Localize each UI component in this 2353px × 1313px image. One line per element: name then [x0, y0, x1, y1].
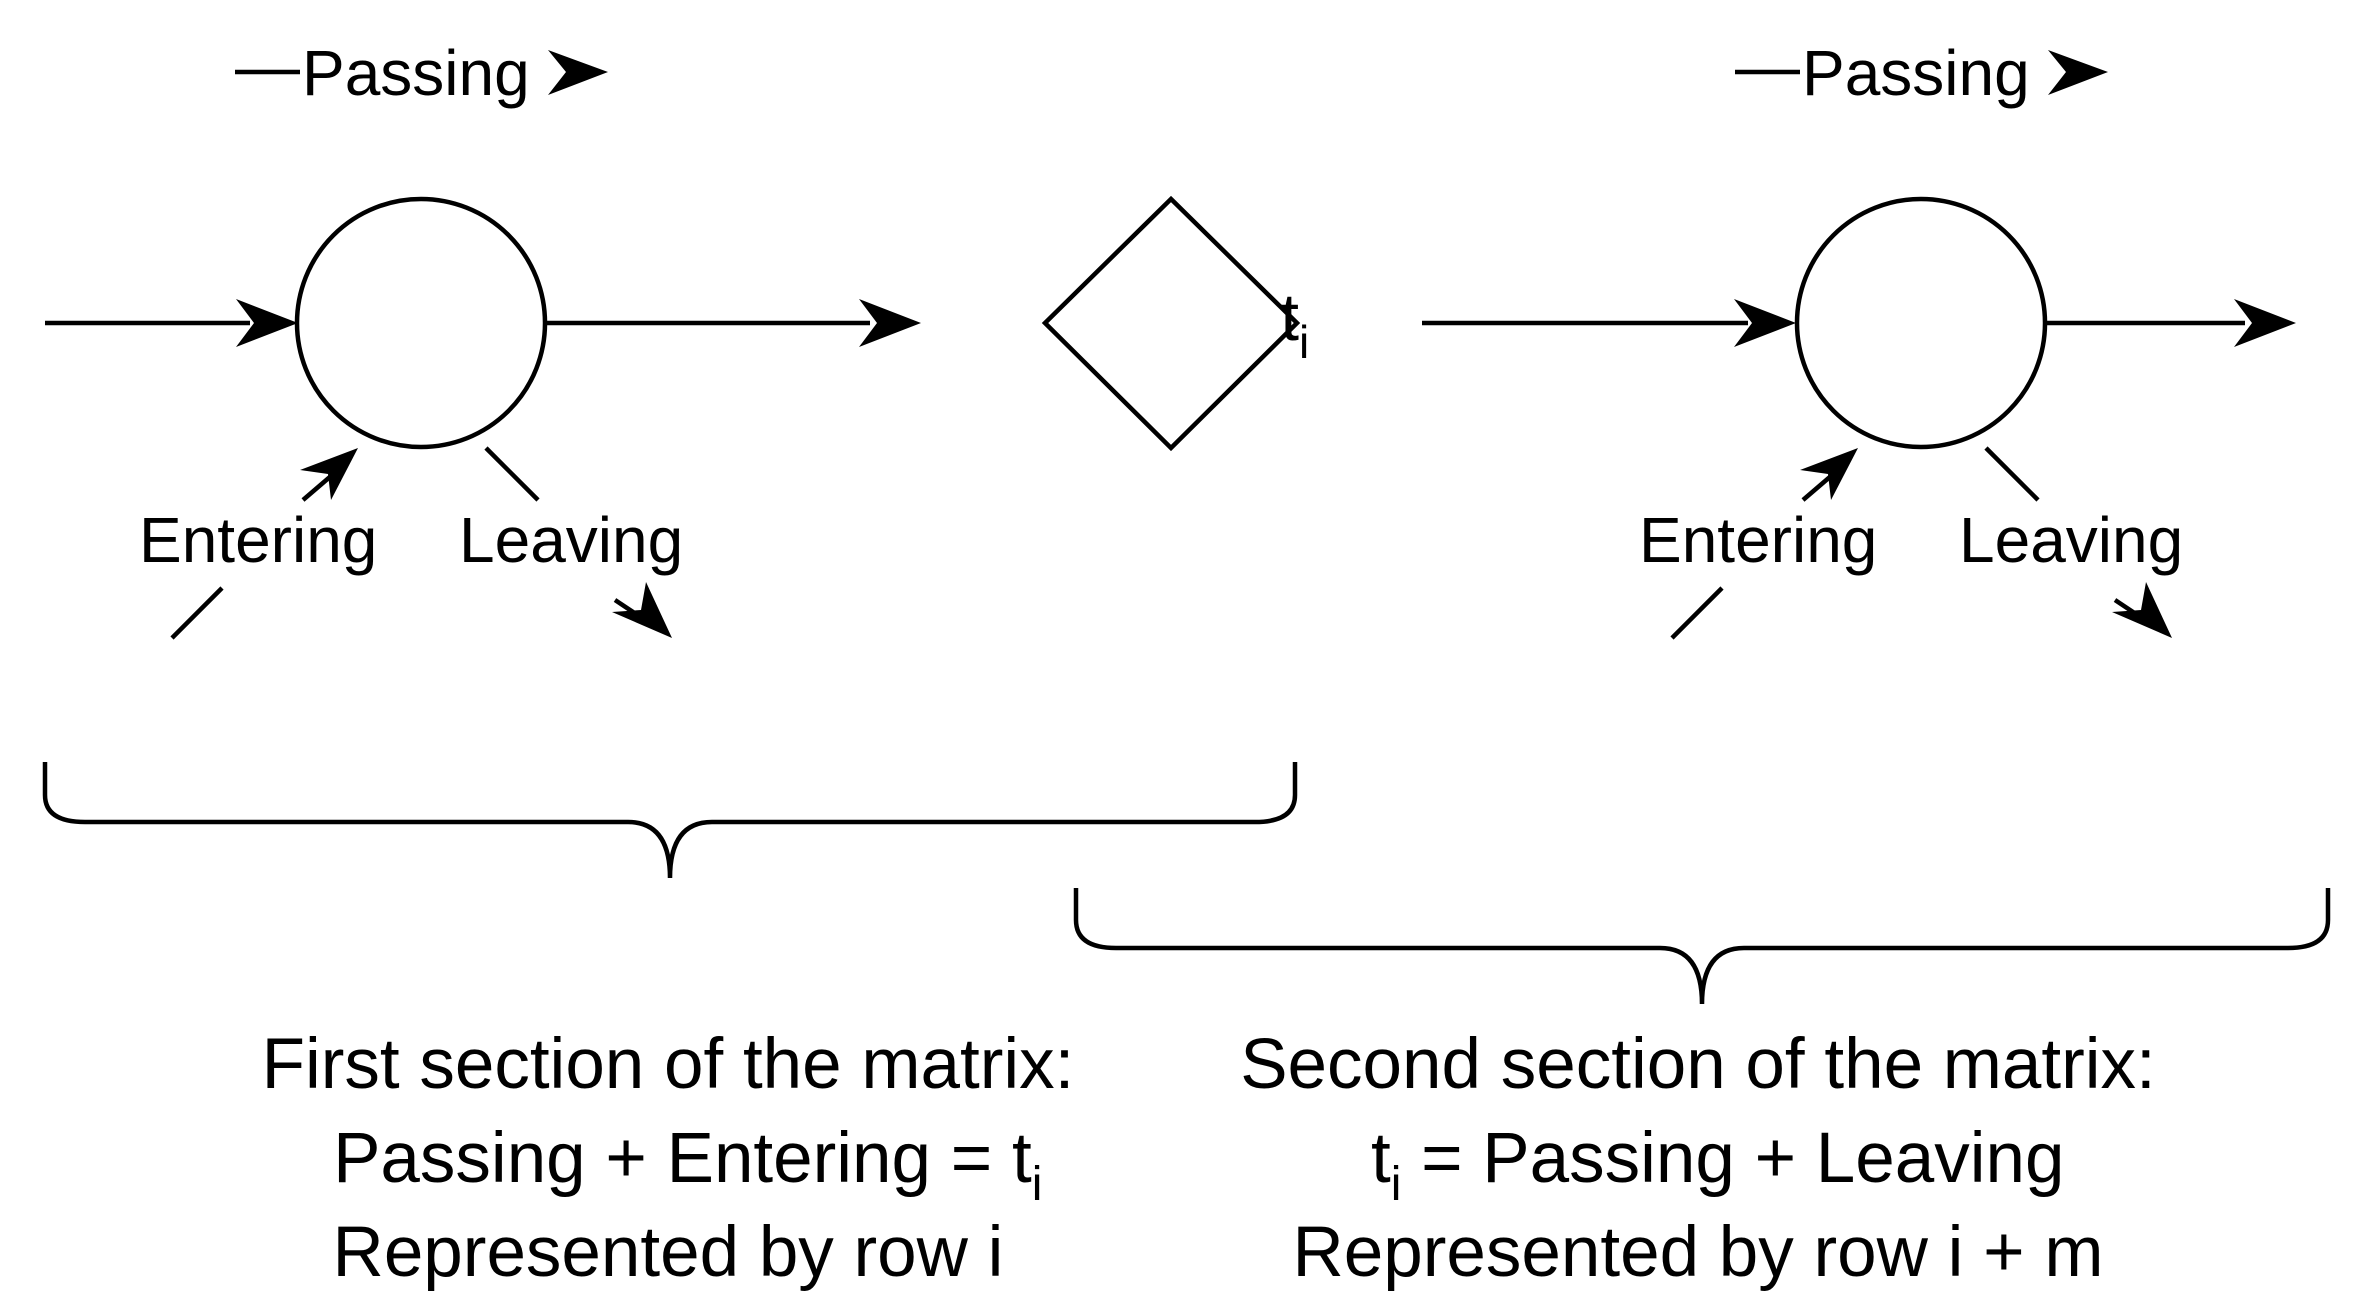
- first-section-note: Represented by row i: [333, 1213, 1004, 1292]
- right-leaving-label: Leaving: [1959, 504, 2183, 576]
- second-section-equation: ti = Passing + Leaving: [1233, 1119, 2163, 1211]
- task-diamond-group: ti: [1041, 195, 1402, 452]
- left-node-group: Passing Entering Leaving: [45, 37, 921, 640]
- right-entering-arrowhead: [1800, 448, 1858, 500]
- right-leaving-line: [1984, 446, 2040, 502]
- second-equation-base: t: [1371, 1119, 1391, 1198]
- first-equation-prefix: Passing + Entering = t: [333, 1119, 1032, 1198]
- right-leaving-arrowhead: [2112, 582, 2172, 638]
- right-entering-tail: [1670, 586, 1724, 640]
- left-incoming-arrowhead: [236, 299, 298, 347]
- first-section-caption: First section of the matrix: Passing + E…: [195, 1025, 1141, 1292]
- second-equation-sub: i: [1391, 1158, 1402, 1211]
- task-label: ti: [1150, 280, 1402, 373]
- second-section-title: Second section of the matrix:: [1240, 1025, 2156, 1104]
- second-equation-suffix: = Passing + Leaving: [1401, 1119, 2064, 1198]
- second-section-caption: Second section of the matrix: ti = Passi…: [1233, 1025, 2163, 1292]
- first-section-brace: [42, 762, 1298, 879]
- right-outgoing-arrowhead: [2234, 299, 2296, 347]
- left-leaving-line: [484, 446, 540, 502]
- right-entering-label: Entering: [1639, 504, 1877, 576]
- second-section-note: Represented by row i + m: [1293, 1213, 2104, 1292]
- task-diamond: [1041, 195, 1301, 452]
- left-node-circle: [294, 196, 548, 450]
- task-label-base: t: [1280, 280, 1299, 355]
- left-passing-label: Passing: [302, 37, 530, 109]
- right-passing-arrowhead: [2048, 50, 2108, 95]
- first-section-equation: Passing + Entering = ti: [195, 1119, 1141, 1216]
- right-passing-label: Passing: [1802, 37, 2030, 109]
- first-equation-sub: i: [1032, 1158, 1043, 1211]
- first-section-title: First section of the matrix:: [262, 1025, 1075, 1104]
- right-node-group: Passing Entering Leaving: [1422, 37, 2296, 640]
- second-section-brace: [1073, 888, 2331, 1005]
- task-label-sub: i: [1299, 316, 1309, 368]
- right-incoming-arrowhead: [1734, 299, 1796, 347]
- left-leaving-arrowhead: [612, 582, 672, 638]
- left-outgoing-arrowhead: [859, 299, 921, 347]
- left-entering-label: Entering: [139, 504, 377, 576]
- left-entering-tail: [170, 586, 224, 640]
- left-leaving-label: Leaving: [459, 504, 683, 576]
- left-entering-arrowhead: [300, 448, 358, 500]
- right-node-circle: [1794, 196, 2048, 450]
- left-passing-arrowhead: [548, 50, 608, 95]
